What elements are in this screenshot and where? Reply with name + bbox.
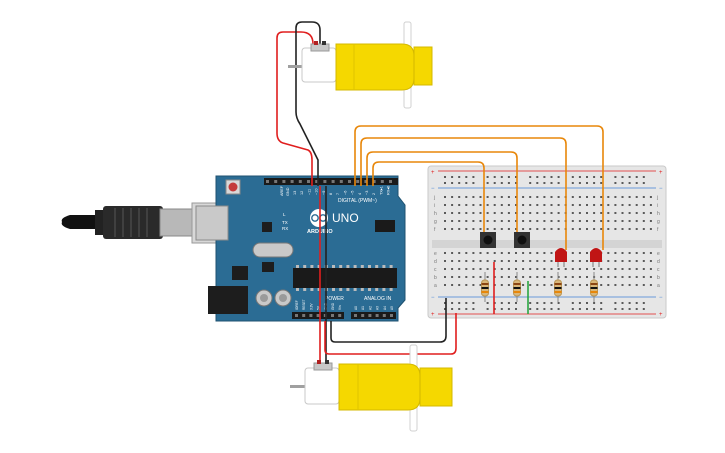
rail-minus-bottom-right: −	[659, 295, 663, 301]
breadboard-row-letter: i	[434, 203, 435, 209]
wire-orange-1	[354, 125, 604, 250]
breadboard-row-letter: i	[657, 203, 658, 209]
digital-pin-label: ~11	[307, 189, 311, 195]
breadboard-row-letter: a	[657, 283, 660, 289]
digital-pin-label: ~9	[322, 191, 326, 195]
pushbutton-2[interactable]	[514, 232, 530, 248]
power-pin-label: RESET	[302, 299, 306, 310]
digital-pin-label: 13	[293, 191, 297, 195]
pushbutton-1[interactable]	[480, 232, 496, 248]
breadboard-row-letter: b	[657, 275, 660, 281]
digital-pin-label: RX◂0	[387, 186, 391, 195]
breadboard-row-letter: a	[434, 283, 437, 289]
wire-black-gnd	[330, 298, 447, 343]
led-2[interactable]	[590, 248, 602, 267]
usb-port	[195, 205, 229, 241]
dc-jack	[208, 286, 248, 314]
digital-pin-label: ~5	[351, 191, 355, 195]
breadboard-row-letter: d	[434, 259, 437, 265]
breadboard-row-letter: c	[657, 267, 660, 273]
rail-plus-bottom: +	[431, 312, 435, 318]
power-pin-label: 5V	[317, 305, 321, 310]
digital-pin-label: ~6	[343, 191, 347, 195]
breadboard-row-letter: c	[434, 267, 437, 273]
wire-orange-2	[360, 137, 567, 250]
resistor-4[interactable]	[590, 272, 598, 302]
aref-label: AREF	[280, 185, 284, 196]
breadboard-row-letter: f	[434, 227, 436, 233]
wire-red-motor-top	[276, 31, 314, 186]
board-model: UNO	[332, 211, 359, 225]
breadboard-row-letter: g	[434, 219, 437, 225]
breadboard-row-letter: d	[657, 259, 660, 265]
led-1[interactable]	[555, 248, 567, 267]
breadboard-row-letter: j	[656, 195, 658, 201]
resistor-3[interactable]	[554, 272, 562, 302]
analog-pin-label: A5	[390, 306, 394, 310]
digital-header-label: DIGITAL (PWM~)	[338, 198, 377, 204]
rail-plus-top-right: +	[659, 170, 663, 176]
rail-plus-top: +	[431, 170, 435, 176]
power-pin-label: Vin	[338, 305, 342, 310]
digital-header	[264, 178, 398, 185]
arduino-board[interactable]: ARDUINO UNO DIGITAL (PWM~) POWER ANALOG …	[195, 175, 406, 322]
rail-minus-top-right: −	[659, 186, 663, 192]
rail-plus-bottom-right: +	[659, 312, 663, 318]
tx-label: TX	[282, 220, 288, 225]
digital-pin-label: ~3	[365, 191, 369, 195]
analog-pin-label: A0	[354, 306, 358, 310]
digital-pin-label: ~10	[315, 189, 319, 195]
breadboard-row-letter: g	[657, 219, 660, 225]
breadboard-row-letter: f	[657, 227, 659, 233]
breadboard-row-letter: j	[433, 195, 435, 201]
breadboard-row-letter: e	[434, 251, 437, 257]
digital-pin-label: 8	[329, 193, 333, 195]
power-pin-label: IOREF	[295, 300, 299, 310]
rail-minus-bottom: −	[431, 295, 435, 301]
resistor-1[interactable]	[481, 272, 489, 302]
digital-pin-label: 4	[358, 193, 362, 195]
resistor-2[interactable]	[513, 272, 521, 302]
analog-label: ANALOG IN	[364, 296, 392, 302]
wire-red-5v	[324, 313, 457, 355]
power-pin-label: 3.3V	[309, 303, 313, 310]
analog-pin-label: A3	[376, 306, 380, 310]
analog-pin-label: A1	[361, 306, 365, 310]
dc-motor-bottom[interactable]	[290, 344, 453, 432]
rx-label: RX	[282, 226, 288, 231]
breadboard-row-letter: h	[434, 211, 437, 217]
wire-black-motor-top	[295, 21, 321, 186]
microcontroller-chip	[293, 268, 397, 288]
breadboard-row-letter: e	[657, 251, 660, 257]
wire-orange-4	[372, 161, 485, 232]
analog-pin-label: A2	[368, 306, 372, 310]
digital-pin-label: 2	[372, 193, 376, 195]
l-label: L	[283, 212, 286, 217]
power-pin-label: GND	[331, 302, 335, 310]
analog-pin-label: A4	[383, 306, 387, 310]
wire-orange-3	[366, 151, 518, 232]
power-label: POWER	[325, 296, 344, 302]
breadboard-row-letter: b	[434, 275, 437, 281]
digital-pin-label: TX▸1	[379, 186, 383, 195]
breadboard-row-letter: h	[657, 211, 660, 217]
dc-motor-top[interactable]	[288, 21, 433, 109]
digital-pin-label: 7	[336, 193, 340, 195]
digital-pin-label: 12	[300, 191, 304, 195]
rail-minus-top: −	[431, 186, 435, 192]
analog-header	[351, 312, 396, 319]
gnd-label: GND	[286, 187, 290, 196]
